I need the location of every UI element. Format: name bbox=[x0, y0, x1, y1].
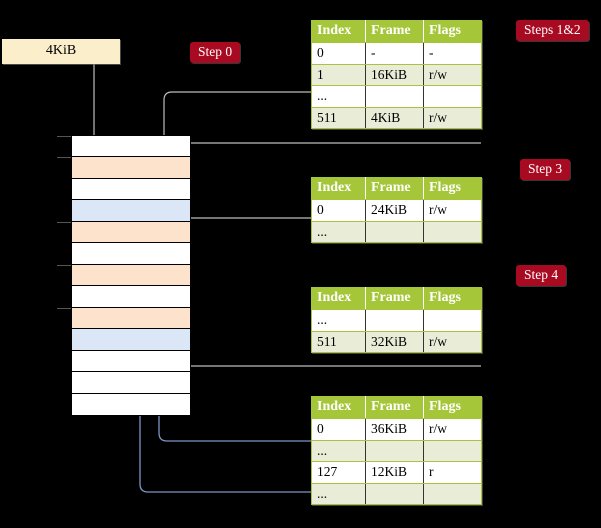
cell-flags bbox=[423, 439, 482, 462]
memory-frame-row bbox=[72, 372, 190, 394]
memory-frame-row bbox=[72, 329, 190, 351]
memory-frame-row bbox=[72, 200, 190, 222]
memory-frame-row bbox=[72, 286, 190, 308]
cell-flags: r bbox=[423, 461, 482, 484]
memory-frame-tick bbox=[57, 307, 71, 309]
memory-frame-tick bbox=[57, 157, 71, 159]
memory-frame-tick bbox=[57, 264, 71, 266]
col-header-flags: Flags bbox=[423, 287, 482, 310]
chip-step-4: Step 4 bbox=[516, 265, 567, 286]
memory-frame-row bbox=[72, 243, 190, 265]
cell-flags: r/w bbox=[423, 199, 482, 222]
table-header-row: Index Frame Flags bbox=[311, 177, 482, 200]
cell-flags bbox=[423, 309, 482, 332]
col-header-frame: Frame bbox=[365, 287, 424, 310]
table-row: ... bbox=[311, 439, 482, 462]
cell-index: 0 bbox=[311, 42, 366, 65]
memory-frame-row bbox=[72, 393, 190, 415]
chip-step-3: Step 3 bbox=[520, 159, 571, 180]
cell-index: ... bbox=[311, 309, 366, 332]
cell-flags: r/w bbox=[423, 418, 482, 441]
cell-frame: 4KiB bbox=[365, 106, 424, 129]
cell-frame: 32KiB bbox=[365, 330, 424, 353]
col-header-flags: Flags bbox=[423, 177, 482, 200]
table-row: ... bbox=[311, 482, 482, 505]
cell-frame bbox=[365, 309, 424, 332]
cell-index: 511 bbox=[311, 330, 366, 353]
table-row: ... bbox=[311, 220, 482, 243]
cell-index: ... bbox=[311, 482, 366, 505]
col-header-index: Index bbox=[311, 287, 366, 310]
memory-frame-row bbox=[72, 178, 190, 201]
chip-step-0: Step 0 bbox=[190, 42, 241, 63]
col-header-frame: Frame bbox=[365, 20, 424, 43]
table-header-row: Index Frame Flags bbox=[311, 287, 482, 310]
memory-frame-row bbox=[57, 136, 190, 158]
cell-frame bbox=[365, 482, 424, 505]
cell-flags: - bbox=[423, 42, 482, 65]
memory-frame-tick bbox=[57, 136, 71, 137]
cell-index: ... bbox=[311, 439, 366, 462]
col-header-frame: Frame bbox=[365, 396, 424, 419]
cell-frame: 12KiB bbox=[365, 461, 424, 484]
cell-frame: 16KiB bbox=[365, 63, 424, 86]
col-header-frame: Frame bbox=[365, 177, 424, 200]
memory-frame-row bbox=[72, 350, 190, 373]
col-header-index: Index bbox=[311, 396, 366, 419]
memory-frame-row bbox=[57, 157, 190, 179]
memory-frame-row bbox=[57, 307, 190, 330]
memory-frame-tick bbox=[57, 221, 71, 223]
col-header-index: Index bbox=[311, 20, 366, 43]
cell-frame bbox=[365, 439, 424, 462]
virtual-page-4kib-box: 4KiB bbox=[2, 39, 120, 64]
cell-index: 511 bbox=[311, 106, 366, 129]
cell-index: 1 bbox=[311, 63, 366, 86]
table-header-row: Index Frame Flags bbox=[311, 20, 482, 43]
cell-index: 127 bbox=[311, 461, 366, 484]
chip-steps-1-2: Steps 1&2 bbox=[516, 20, 589, 41]
cell-frame bbox=[365, 85, 424, 108]
col-header-index: Index bbox=[311, 177, 366, 200]
table-row: ... bbox=[311, 309, 482, 332]
memory-frame-row bbox=[57, 221, 190, 244]
cell-flags: r/w bbox=[423, 63, 482, 86]
cell-flags bbox=[423, 482, 482, 505]
cell-index: ... bbox=[311, 85, 366, 108]
physical-memory-column bbox=[57, 135, 191, 416]
cell-frame: 36KiB bbox=[365, 418, 424, 441]
col-header-flags: Flags bbox=[423, 396, 482, 419]
table-header-row: Index Frame Flags bbox=[311, 396, 482, 419]
cell-flags: r/w bbox=[423, 106, 482, 129]
cell-frame: - bbox=[365, 42, 424, 65]
col-header-flags: Flags bbox=[423, 20, 482, 43]
cell-flags bbox=[423, 85, 482, 108]
table-row: 0-- bbox=[311, 42, 482, 65]
table-row: ... bbox=[311, 85, 482, 108]
memory-frame-row bbox=[57, 264, 190, 287]
cell-flags bbox=[423, 220, 482, 243]
cell-index: ... bbox=[311, 220, 366, 243]
cell-flags: r/w bbox=[423, 330, 482, 353]
cell-index: 0 bbox=[311, 418, 366, 441]
cell-index: 0 bbox=[311, 199, 366, 222]
cell-frame: 24KiB bbox=[365, 199, 424, 222]
virtual-page-label: 4KiB bbox=[45, 43, 77, 58]
cell-frame bbox=[365, 220, 424, 243]
